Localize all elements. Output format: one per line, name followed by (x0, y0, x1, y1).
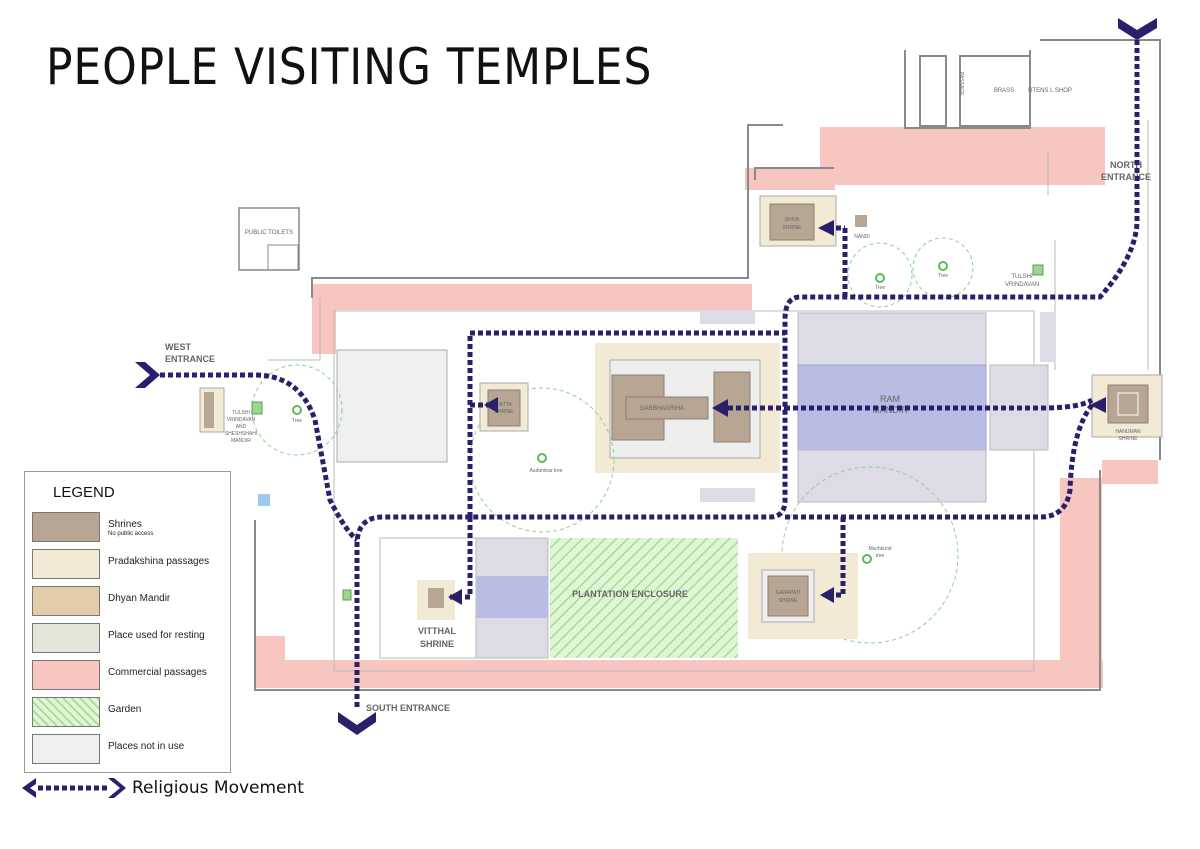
tulshi-vrindavan-north (1032, 264, 1044, 276)
tulshi-west-label-5: MANDIR (231, 438, 251, 444)
tree-label-2: Tree (938, 273, 948, 279)
legend-swatch (32, 697, 100, 727)
hanuman-label-1: HANUMAN (1115, 429, 1141, 435)
vitthal-label-1: VITTHAL (418, 626, 456, 636)
tulshi-west-label-1: TULSHI (232, 410, 250, 416)
tulshi-west-label-4: SHESHSHAHI (225, 431, 258, 437)
legend-item-resting: Place used for resting (32, 623, 222, 655)
shiva-shrine: SHIVA SHRINE NANDI (759, 195, 870, 247)
passage-label: PASSAGE (958, 72, 964, 96)
hanuman-arrow (1090, 397, 1106, 413)
west-entrance-label-2: ENTRANCE (165, 354, 215, 364)
south-entry-chevron (338, 712, 376, 735)
legend-title: LEGEND (53, 484, 115, 501)
legend-swatch (32, 549, 100, 579)
legend-item-garden: Garden (32, 697, 222, 729)
path-arrows (135, 18, 1157, 735)
legend-label: Garden (108, 704, 142, 715)
legend-swatch (32, 660, 100, 690)
shiva-label-2: SHRINE (783, 225, 803, 231)
religious-movement-symbol (22, 778, 126, 798)
tree-west-label: Tree (292, 418, 302, 424)
legend-label: Places not in use (108, 741, 185, 752)
ganapati-shrine: GANAPATI SHRINE (748, 553, 858, 639)
datta-label-1: DATTA (496, 402, 512, 408)
boundary-walls (254, 39, 1161, 691)
legend-swatch (32, 586, 100, 616)
tulshi-vrindavan-north-label-2: VRINDAVAN (1005, 282, 1039, 288)
tulshi-vrindavan-north-label-1: TULSHI (1011, 274, 1033, 280)
muchkund-label-2: tree (876, 553, 885, 559)
legend-label: Shrines (108, 519, 142, 530)
legend-swatch (32, 512, 100, 542)
legend-label: Commercial passages (108, 667, 207, 678)
public-toilets: PUBLIC TOILETS (238, 207, 300, 271)
legend-swatch (32, 734, 100, 764)
legend-sublabel: No public access (108, 531, 154, 537)
west-entrance-label-1: WEST (165, 342, 192, 352)
hanuman-shrine: HANUMAN SHRINE (1091, 374, 1163, 442)
datta-label-2: SHRINE (495, 409, 515, 415)
tulshi-west-label-3: AND (236, 424, 247, 430)
plantation-enclosure (550, 538, 738, 658)
ganapati-label-2: SHRINE (779, 598, 799, 604)
small-tulshi-south (342, 589, 352, 601)
water-marker (258, 494, 270, 506)
ganapati-label-1: GANAPATI (776, 590, 801, 596)
ganapati-arrow (820, 587, 834, 603)
legend-label: Pradakshina passages (108, 556, 210, 567)
datta-shrine: DATTA SHRINE (479, 382, 529, 432)
vitthal-label-2: SHRINE (420, 639, 454, 649)
garbhagriha-label: GARBHAGRIHA (640, 406, 684, 412)
legend-label: Dhyan Mandir (108, 593, 171, 604)
religious-movement-label: Religious Movement (132, 778, 304, 798)
legend-swatch (32, 623, 100, 653)
page-title: PEOPLE VISITING TEMPLES (46, 38, 653, 96)
legend-item-commercial: Commercial passages (32, 660, 222, 692)
legend-item-not-in-use: Places not in use (32, 734, 222, 766)
garbhagriha-arrow (712, 399, 728, 417)
commercial-passages (255, 127, 1158, 688)
datta-arrow (484, 397, 498, 413)
thin-walls (268, 120, 1149, 672)
hanuman-label-2: SHRINE (1119, 436, 1139, 442)
vitthal-arrow (448, 589, 462, 605)
shiva-label-1: SHIVA (785, 217, 800, 223)
legend: LEGEND Shrines No public access Pradaksh… (24, 471, 231, 773)
legend-religious-movement: Religious Movement (20, 772, 320, 802)
audumbar-label: Audumbar tree (529, 468, 562, 474)
legend-item-shrines: Shrines No public access (32, 512, 222, 544)
north-entrance-label-2: ENTRANCE (1101, 172, 1151, 182)
shiva-arrow (818, 220, 834, 236)
religious-movement-path (160, 40, 1140, 710)
north-entrance-label-1: NORTH (1110, 160, 1142, 170)
nandi-label: NANDI (854, 234, 870, 240)
west-entry-chevron (135, 362, 160, 388)
plantation-label: PLANTATION ENCLOSURE (572, 589, 688, 599)
vitthal-complex: VITTHAL SHRINE (379, 537, 549, 659)
legend-item-dhyan-mandir: Dhyan Mandir (32, 586, 222, 618)
west-pavilion (336, 349, 448, 463)
brass-label: BRASS (994, 88, 1014, 94)
public-toilets-label: PUBLIC TOILETS (245, 230, 293, 236)
utensil-shop-label: UTENS L SHOP (1028, 88, 1072, 94)
tulshi-west-label-2: VRINDAVAN (227, 417, 256, 423)
muchkund-label-1: Muchkund (868, 546, 891, 552)
tulshi-sheshshahi-mandir: TULSHI VRINDAVAN AND SHESHSHAHI MANDIR (199, 387, 263, 444)
tree-markers (292, 261, 948, 564)
north-entry-chevron (1118, 18, 1157, 40)
tree-label-1: Tree (875, 285, 885, 291)
south-entrance-label: SOUTH ENTRANCE (366, 703, 450, 713)
ram-mandir-label-1: RAM (880, 394, 900, 404)
legend-label: Place used for resting (108, 630, 205, 641)
legend-item-pradakshina: Pradakshina passages (32, 549, 222, 581)
